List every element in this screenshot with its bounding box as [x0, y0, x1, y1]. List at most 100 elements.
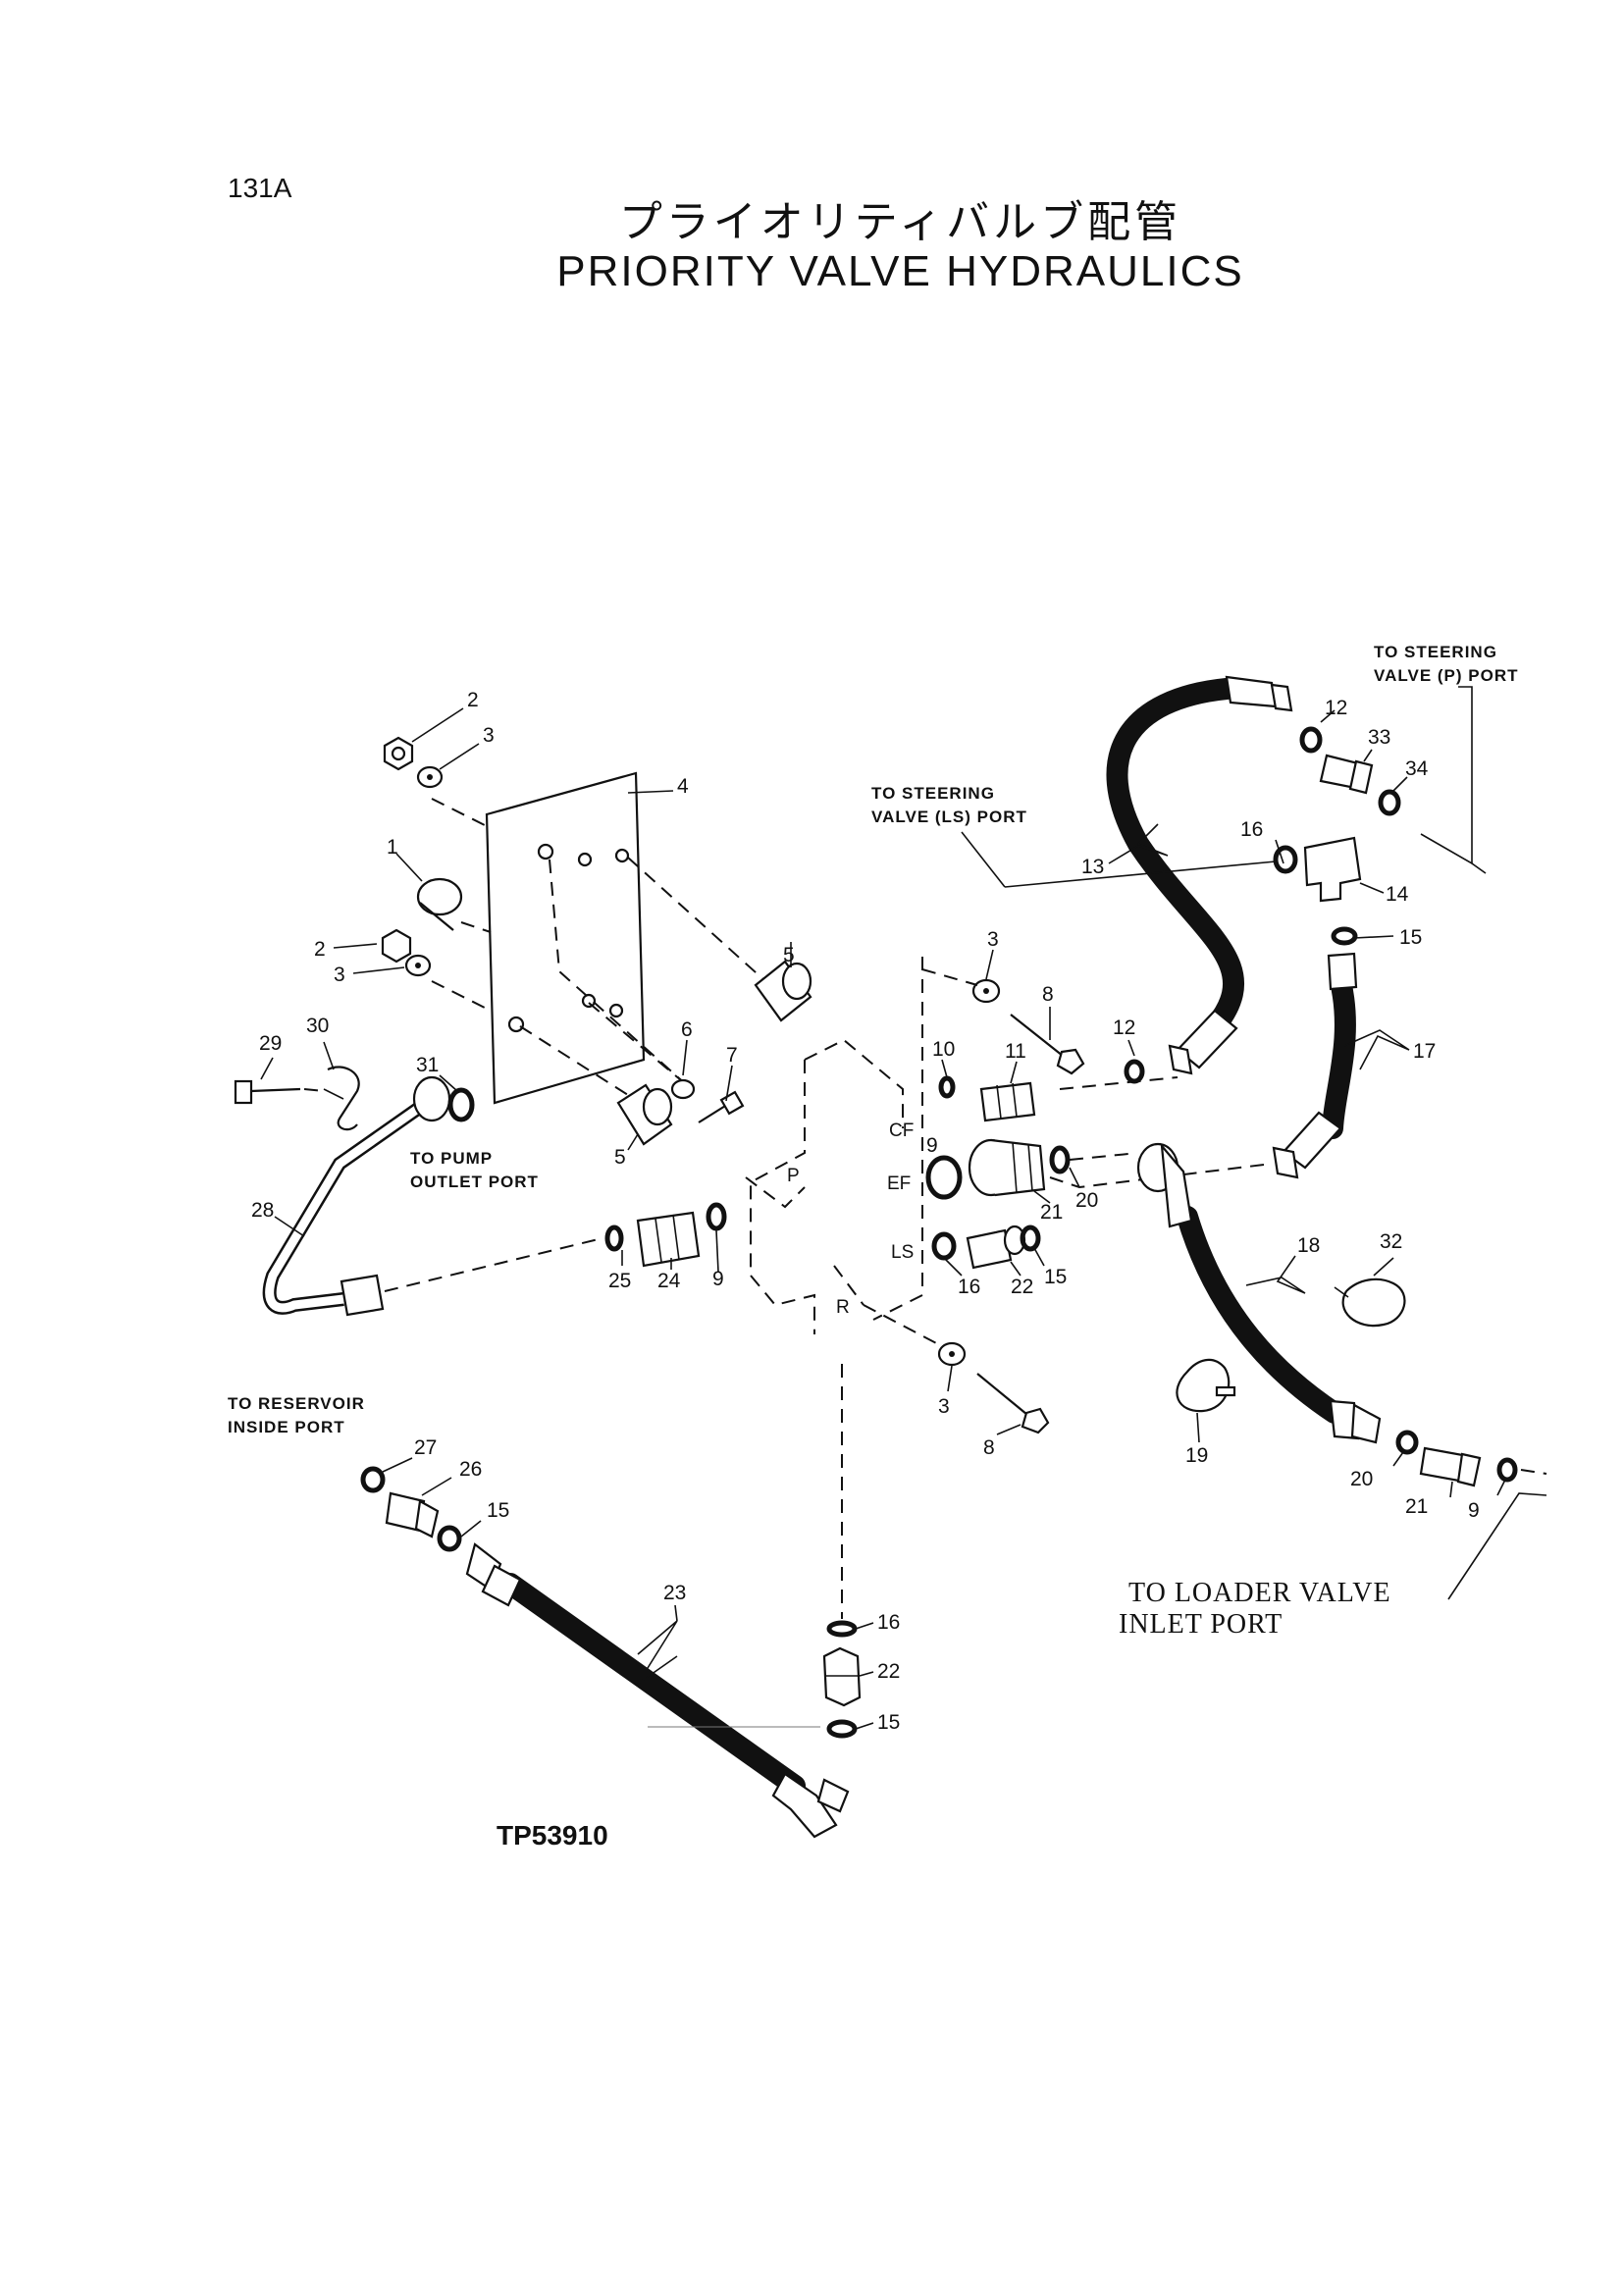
clamp-19	[1176, 1358, 1236, 1413]
spacer-5-upper	[754, 960, 812, 1022]
callout-c8b: 8	[983, 1436, 995, 1459]
pump-label-line1: TO PUMP	[410, 1149, 493, 1168]
loader-label-line2: INLET PORT	[1119, 1609, 1283, 1640]
nut-lower	[381, 928, 412, 964]
page-title-japanese: プライオリティバルブ配管	[618, 197, 1182, 247]
washer-upper	[416, 765, 444, 789]
washer-6	[670, 1078, 696, 1100]
page-title-english: PRIORITY VALVE HYDRAULICS	[556, 247, 1244, 295]
steering-ls-label-line2: VALVE (LS) PORT	[871, 808, 1027, 826]
callout-c5b: 5	[614, 1146, 626, 1169]
oring-20-ef	[1049, 1145, 1071, 1174]
oring-12-lower	[1124, 1059, 1145, 1084]
callout-c23: 23	[663, 1582, 686, 1604]
clamp-30	[323, 1066, 360, 1131]
washer-3-upper-valve	[971, 978, 1001, 1004]
callout-c18: 18	[1297, 1234, 1320, 1257]
oring-16-ls	[931, 1231, 957, 1261]
tube-28	[262, 1075, 451, 1317]
callout-c9a: 9	[712, 1268, 724, 1290]
steering-ls-label-line1: TO STEERING	[871, 784, 995, 803]
callout-c29: 29	[259, 1032, 282, 1055]
oring-15-reservoir	[437, 1525, 462, 1552]
valve-port-ls: LS	[891, 1242, 914, 1263]
callout-c15a: 15	[1044, 1266, 1067, 1288]
callout-c33: 33	[1368, 726, 1390, 749]
hose-13	[1106, 675, 1293, 1075]
callout-c12a: 12	[1325, 697, 1347, 719]
callout-c10: 10	[932, 1038, 955, 1061]
clamp-32	[1334, 1277, 1406, 1328]
callout-c2a: 2	[467, 689, 479, 711]
callout-c16b: 16	[1240, 818, 1263, 841]
oring-27	[360, 1466, 386, 1493]
callout-c25: 25	[608, 1270, 631, 1292]
callout-c20a: 20	[1075, 1189, 1098, 1212]
fitting-22-ls	[966, 1225, 1026, 1270]
hose-23	[465, 1542, 850, 1839]
callout-c5a: 5	[783, 944, 795, 966]
fitting-22-return	[822, 1646, 862, 1707]
spacer-1	[416, 877, 463, 931]
callout-c15d: 15	[877, 1711, 900, 1734]
callout-c30: 30	[306, 1015, 329, 1037]
oring-9-ef	[925, 1155, 963, 1200]
callout-c3d: 3	[938, 1395, 950, 1418]
drawing-number: TP53910	[497, 1820, 608, 1851]
callout-c20b: 20	[1350, 1468, 1373, 1490]
callout-c7: 7	[726, 1044, 738, 1067]
callout-c12b: 12	[1113, 1017, 1135, 1039]
valve-port-ef: EF	[887, 1173, 911, 1194]
bolt-8-lower	[976, 1373, 1050, 1434]
callout-c22a: 22	[1011, 1276, 1033, 1298]
callout-c31: 31	[416, 1054, 439, 1076]
callout-c21a: 21	[1040, 1201, 1063, 1224]
nut-upper	[383, 736, 414, 771]
callout-c16c: 16	[877, 1611, 900, 1634]
elbow-14	[1303, 836, 1362, 903]
bolt-7	[698, 1090, 745, 1123]
callout-c26: 26	[459, 1458, 482, 1481]
oring-9-loader	[1496, 1457, 1518, 1483]
steering-p-label-line2: VALVE (P) PORT	[1374, 666, 1519, 685]
oring-9-pump	[706, 1202, 727, 1231]
fitting-21-loader	[1419, 1446, 1482, 1487]
callout-c17: 17	[1413, 1040, 1436, 1063]
washer-lower	[404, 954, 432, 977]
callout-c19: 19	[1185, 1444, 1208, 1467]
callout-c15c: 15	[487, 1499, 509, 1522]
callout-c28: 28	[251, 1199, 274, 1222]
valve-port-r: R	[836, 1297, 850, 1318]
callout-c9b: 9	[926, 1134, 938, 1157]
callout-c11: 11	[1005, 1040, 1026, 1063]
bolt-29	[234, 1079, 301, 1105]
reservoir-label-line1: TO RESERVOIR	[228, 1394, 365, 1413]
callout-c27: 27	[414, 1436, 437, 1459]
callout-c32: 32	[1380, 1230, 1402, 1253]
oring-15-ls	[1020, 1225, 1041, 1252]
fitting-24	[636, 1211, 701, 1268]
oring-16-elbow	[1273, 845, 1298, 874]
callout-c34: 34	[1405, 757, 1429, 780]
hose-17	[1272, 952, 1358, 1179]
valve-port-p: P	[787, 1166, 800, 1186]
callout-c1: 1	[387, 836, 398, 859]
pump-label-line2: OUTLET PORT	[410, 1173, 539, 1191]
oring-25	[604, 1225, 624, 1252]
fitting-21-ef	[968, 1138, 1046, 1197]
callout-c9c: 9	[1468, 1499, 1480, 1522]
callout-c16a: 16	[958, 1276, 980, 1298]
hose-18	[1136, 1142, 1382, 1444]
callout-c24: 24	[657, 1270, 681, 1292]
oring-34	[1378, 789, 1401, 816]
callout-c13: 13	[1081, 856, 1104, 878]
callout-c2b: 2	[314, 938, 326, 961]
callout-c3b: 3	[334, 964, 345, 986]
spacer-5-lower	[616, 1083, 673, 1146]
oring-20-loader	[1395, 1430, 1419, 1455]
callout-c8a: 8	[1042, 983, 1054, 1006]
steering-p-label-line1: TO STEERING	[1374, 643, 1497, 661]
oring-10	[938, 1075, 956, 1099]
